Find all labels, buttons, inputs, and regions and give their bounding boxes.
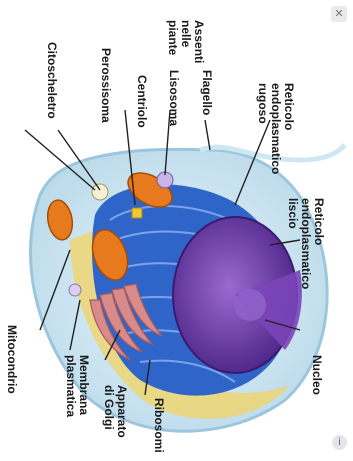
label-apparato-golgi: Apparato di Golgi	[102, 385, 128, 438]
label-centriolo: Centriolo	[135, 75, 148, 128]
label-mitocondrio: Mitocondrio	[5, 325, 18, 394]
nucleolus	[234, 289, 266, 321]
peroxisome	[92, 184, 108, 200]
close-icon[interactable]: ✕	[331, 6, 347, 22]
label-reticolo-rugoso: Reticolo endoplasmatico rugoso	[256, 83, 295, 174]
label-assenti-nelle-piante: Assenti nelle piante	[166, 20, 205, 63]
vesicle	[69, 284, 81, 296]
label-lisosoma: Lisosoma	[167, 70, 180, 126]
label-ribosomi: Ribosomi	[152, 398, 165, 453]
label-membrana-plasmatica: Membrana plasmatica	[64, 355, 90, 417]
label-reticolo-liscio: Reticolo endoplasmatico liscio	[286, 198, 325, 289]
label-citoscheletro: Citoscheletro	[45, 42, 58, 119]
label-flagello: Flagello	[200, 70, 213, 115]
label-perossisoma: Perossisoma	[99, 48, 112, 123]
centriole	[132, 208, 142, 218]
info-icon[interactable]: i	[332, 435, 347, 450]
label-nucleo: Nucleo	[310, 355, 323, 395]
